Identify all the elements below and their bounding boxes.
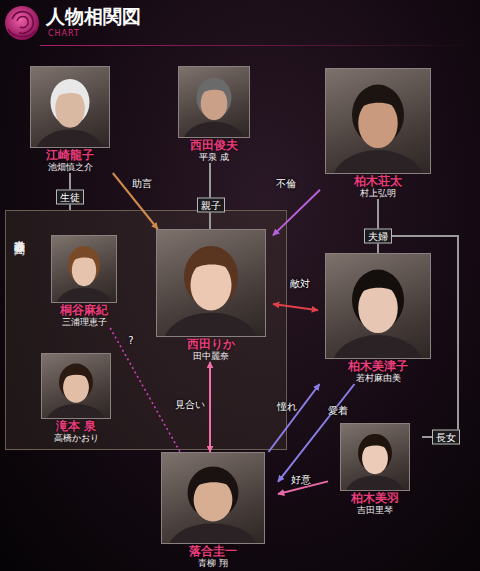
portrait-placeholder (178, 66, 250, 138)
actor-name: 村上弘明 (320, 188, 436, 199)
actor-name: 池畑慎之介 (22, 162, 118, 173)
actor-name: 田中麗奈 (149, 351, 273, 362)
character-card: 滝本 泉高橋かおり (29, 353, 123, 444)
relation-line (209, 362, 211, 452)
actor-name: 吉田里琴 (328, 505, 422, 516)
relation-line (110, 328, 180, 452)
portrait-placeholder (30, 66, 110, 148)
portrait-placeholder (340, 423, 410, 491)
portrait-placeholder (161, 452, 265, 544)
character-card: 西田俊夫平泉 成 (168, 66, 260, 163)
relation-label: 敵対 (290, 277, 310, 290)
character-card: 柏木美津子若村麻由美 (318, 253, 438, 384)
character-name: 落合圭一 (148, 544, 278, 558)
header-rule (40, 45, 480, 46)
character-name: 柏木美羽 (328, 491, 422, 505)
character-name: 江崎龍子 (22, 148, 118, 162)
relation-label: 見合い (175, 398, 205, 411)
portrait-placeholder (41, 353, 111, 419)
portrait-placeholder (325, 253, 431, 359)
actor-name: 平泉 成 (168, 152, 260, 163)
relation-line (273, 190, 320, 236)
actor-name: 高橋かおり (29, 433, 123, 444)
relation-label: 好意 (291, 473, 311, 486)
rose-icon (5, 6, 39, 40)
character-name: 西田りか (149, 337, 273, 351)
relation-line (269, 384, 320, 452)
relation-line (273, 304, 318, 310)
relation-label: ? (128, 334, 133, 347)
actor-name: 三浦理恵子 (41, 317, 127, 328)
relation-line (209, 163, 211, 229)
actor-name: 青柳 翔 (148, 558, 278, 569)
character-card: 柏木美羽吉田里琴 (328, 423, 422, 516)
portrait-placeholder (156, 229, 266, 337)
relation-label: 夫婦 (364, 229, 392, 244)
group-label: 書道教室仲間 (11, 231, 26, 237)
relation-label: 愛着 (328, 404, 348, 417)
group-box: 書道教室仲間桐谷麻紀三浦理恵子西田りか田中麗奈滝本 泉高橋かおり (5, 210, 287, 450)
relation-label: 親子 (197, 198, 225, 213)
relation-label: 生徒 (56, 190, 84, 205)
chart-subtitle: CHART (48, 29, 80, 39)
character-card: 落合圭一青柳 翔 (148, 452, 278, 569)
character-name: 桐谷麻紀 (41, 303, 127, 317)
chart-title: 人物相関図 (46, 5, 141, 27)
portrait-placeholder (325, 68, 431, 174)
character-name: 柏木美津子 (318, 359, 438, 373)
character-name: 滝本 泉 (29, 419, 123, 433)
character-name: 柏木荘太 (320, 174, 436, 188)
character-card: 江崎龍子池畑慎之介 (22, 66, 118, 173)
character-card: 柏木荘太村上弘明 (320, 68, 436, 199)
portrait-placeholder (51, 235, 117, 303)
character-card: 桐谷麻紀三浦理恵子 (41, 235, 127, 328)
actor-name: 若村麻由美 (318, 373, 438, 384)
relation-line (113, 173, 158, 229)
relation-label: 長女 (432, 430, 460, 445)
character-card: 西田りか田中麗奈 (149, 229, 273, 362)
relation-label: 憧れ (277, 400, 297, 413)
relation-label: 助言 (132, 177, 152, 190)
relation-line (278, 384, 354, 482)
relation-label: 不倫 (276, 177, 296, 190)
character-name: 西田俊夫 (168, 138, 260, 152)
